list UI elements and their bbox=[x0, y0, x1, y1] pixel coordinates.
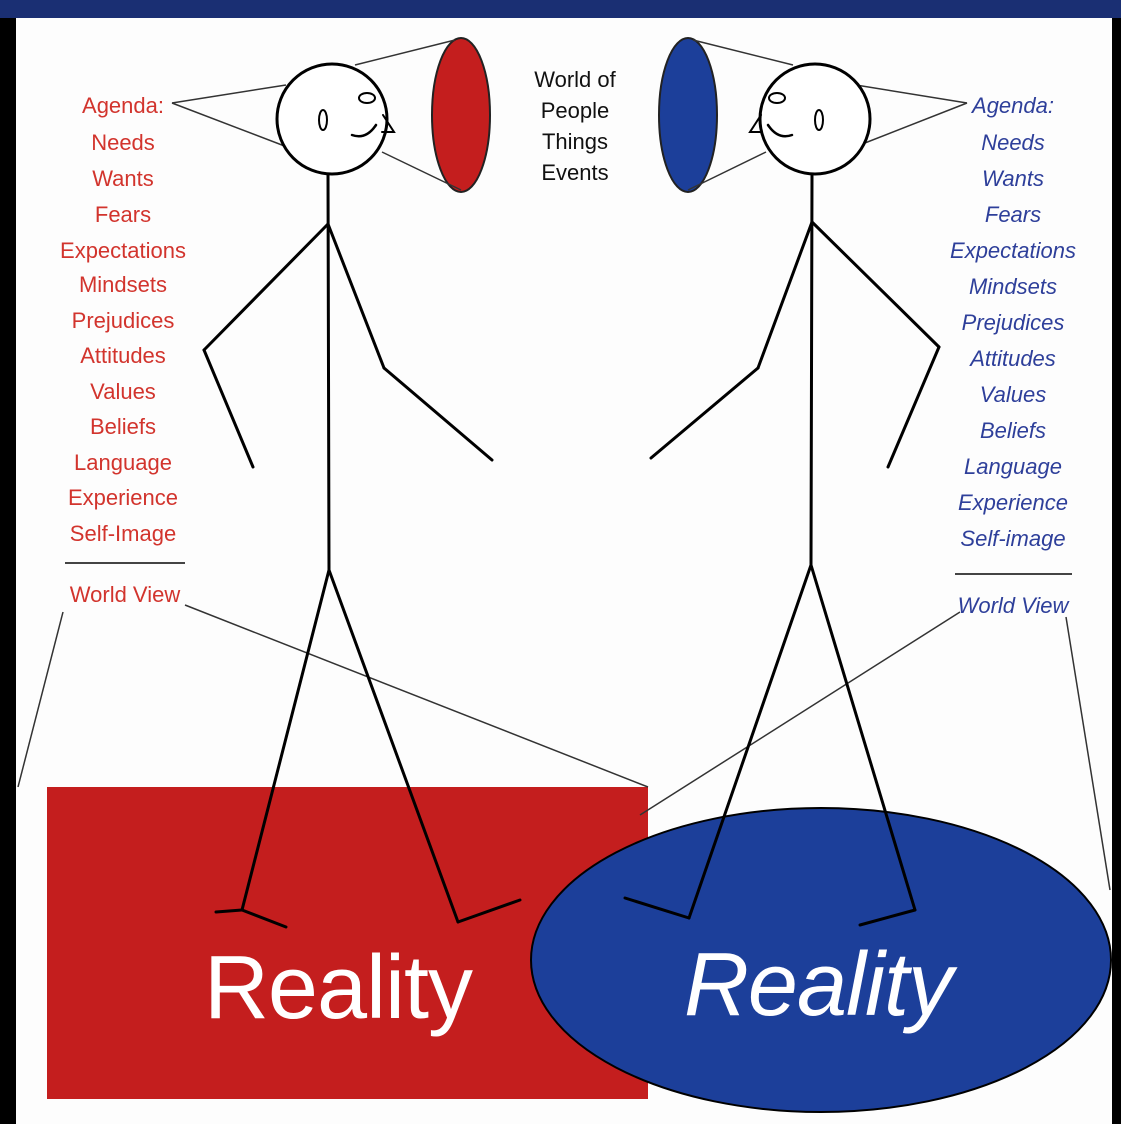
left-item: Self-Image bbox=[70, 521, 176, 546]
center-line-2: People bbox=[541, 98, 610, 123]
right-item: Expectations bbox=[950, 238, 1076, 263]
left-item: Mindsets bbox=[79, 272, 167, 297]
left-item: Values bbox=[90, 379, 156, 404]
center-line-4: Events bbox=[541, 160, 608, 185]
right-world-view-label: World View bbox=[958, 593, 1071, 618]
center-line-3: Things bbox=[542, 129, 608, 154]
right-item: Wants bbox=[982, 166, 1044, 191]
center-line-1: World of bbox=[534, 67, 616, 92]
right-view-lens bbox=[659, 38, 717, 192]
left-item: Needs bbox=[91, 130, 155, 155]
left-reality-label: Reality bbox=[204, 938, 473, 1038]
right-item: Agenda: bbox=[970, 93, 1054, 118]
right-item: Experience bbox=[958, 490, 1068, 515]
right-edge-strip bbox=[1112, 18, 1121, 1124]
left-world-view-label: World View bbox=[70, 582, 181, 607]
right-item: Prejudices bbox=[962, 310, 1065, 335]
right-item: Beliefs bbox=[980, 418, 1046, 443]
left-item: Wants bbox=[92, 166, 154, 191]
right-item: Fears bbox=[985, 202, 1041, 227]
left-item: Beliefs bbox=[90, 414, 156, 439]
left-item: Agenda: bbox=[82, 93, 164, 118]
right-item: Values bbox=[980, 382, 1046, 407]
left-item: Expectations bbox=[60, 238, 186, 263]
left-item: Attitudes bbox=[80, 343, 166, 368]
left-item: Fears bbox=[95, 202, 151, 227]
right-item: Language bbox=[964, 454, 1062, 479]
left-edge-strip bbox=[0, 18, 16, 1124]
left-item: Language bbox=[74, 450, 172, 475]
right-item: Attitudes bbox=[968, 346, 1056, 371]
left-figure-head bbox=[277, 64, 387, 174]
left-item: Prejudices bbox=[72, 308, 175, 333]
right-item: Self-image bbox=[960, 526, 1065, 551]
right-item: Mindsets bbox=[969, 274, 1057, 299]
right-item: Needs bbox=[981, 130, 1045, 155]
left-view-lens bbox=[432, 38, 490, 192]
left-item: Experience bbox=[68, 485, 178, 510]
right-reality-label: Reality bbox=[684, 935, 958, 1035]
